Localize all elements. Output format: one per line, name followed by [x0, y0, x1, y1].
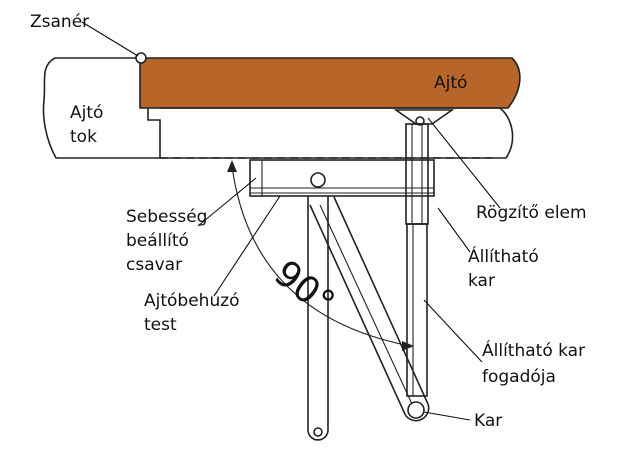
label-door: Ajtó	[434, 73, 467, 93]
label-adjustable-2: kar	[468, 271, 495, 291]
hinge-pin	[135, 52, 147, 64]
label-receiver-1: Állítható kar	[482, 339, 585, 361]
leader-body	[213, 195, 281, 297]
leader-adjustable	[437, 207, 471, 253]
label-hinge: Zsanér	[30, 12, 89, 32]
leader-arm	[423, 411, 471, 421]
closer-body	[249, 159, 435, 197]
leader-speed	[197, 177, 257, 227]
diagonal-arm	[309, 196, 430, 422]
label-speed-3: csavar	[126, 255, 182, 275]
adjustable-arm-receiver	[406, 223, 428, 397]
leader-fixing	[427, 117, 501, 209]
label-adjustable-1: Állítható	[468, 245, 539, 267]
label-frame-2: tok	[70, 127, 97, 147]
leader-hinge	[81, 21, 139, 57]
main-arm	[307, 196, 329, 441]
label-receiver-2: fogadója	[482, 367, 556, 387]
adjustable-arm	[405, 123, 429, 225]
leader-receiver	[423, 299, 483, 363]
wall-edge	[160, 107, 514, 159]
label-body-1: Ajtóbehúzó	[144, 291, 240, 311]
fixing-bracket	[393, 109, 455, 126]
angle-arc	[227, 160, 414, 351]
label-speed-2: beállító	[126, 231, 189, 251]
label-body-2: test	[144, 315, 177, 335]
label-arm: Kar	[474, 411, 502, 431]
label-speed-1: Sebesség	[126, 207, 207, 227]
label-frame-1: Ajtó	[70, 103, 103, 123]
label-fixing: Rögzítő elem	[476, 203, 587, 223]
door-slab	[139, 57, 521, 109]
label-angle: 90°	[266, 253, 342, 325]
